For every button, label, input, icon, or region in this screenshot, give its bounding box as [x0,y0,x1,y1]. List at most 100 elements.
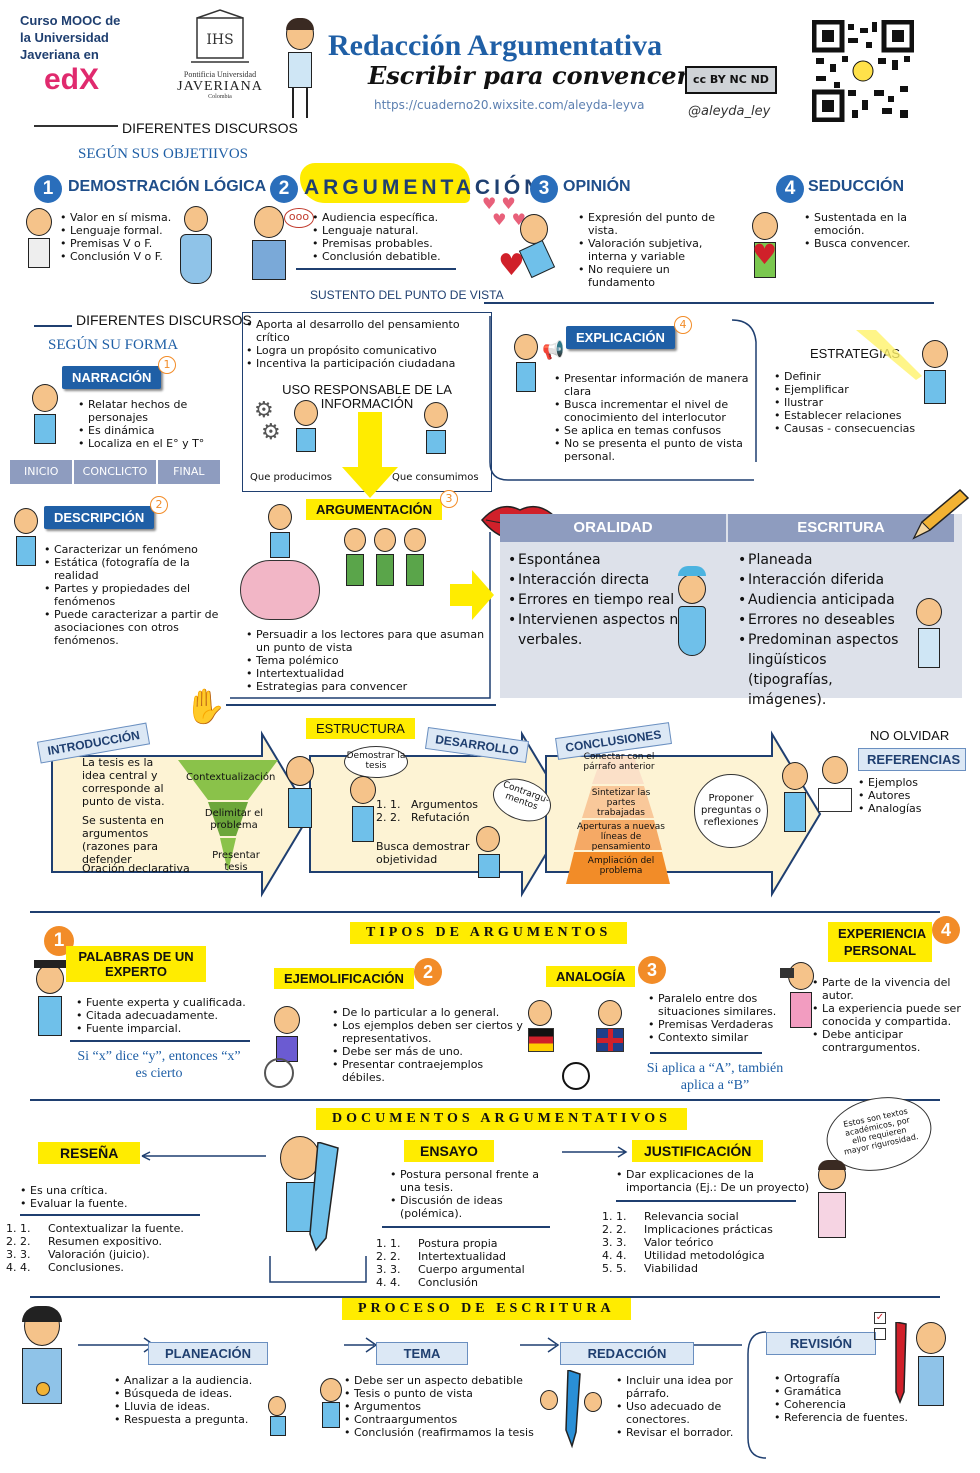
escritura-points: Planeada Interacción diferida Audiencia … [738,550,912,710]
list-item: Espontánea [508,550,708,570]
figure-body [352,806,374,842]
list-item: Expresión del punto de vista. [578,211,718,237]
flashlight-figure [916,340,952,414]
figure-head [350,776,376,804]
figure-body [918,1356,944,1406]
list-item-text: Argumentos [411,798,479,811]
book-icon [818,788,852,812]
number-badge-3: 3 [530,175,558,203]
medal-icon [36,1382,50,1396]
audience-figures [344,528,434,618]
list-item-text: Valor teórico [643,1236,714,1249]
number-badge-1: 1 [34,175,62,203]
figure-body [406,554,424,586]
ensayo-points: Postura personal frente a una tesis. Dis… [390,1168,550,1220]
list-item: Debe ser un aspecto debatible [344,1374,534,1387]
hearts-icon: ♥ ♥ ♥ ♥ [482,194,526,229]
cc-license-badge: cc BY NC ND [685,66,777,94]
list-item: Establecer relaciones [774,409,924,422]
list-item: Debe anticipar contrargumentos. [812,1028,962,1054]
opinion-title: OPINIÓN [563,178,631,195]
figure-head [822,756,848,784]
javeriana-seal-icon: IHS [191,9,249,63]
lady-figure [176,206,216,290]
conclusion-pyr-1: Conectar con el párrafo anterior [583,752,655,772]
page-subtitle: Escribir para convencer [368,61,690,90]
oralidad-header: ORALIDAD [500,514,726,542]
list-item: Partes y propiedades del fenómenos [44,582,224,608]
proceso-title: PROCESO DE ESCRITURA [342,1298,631,1320]
revision-tag: REVISIÓN [766,1332,876,1355]
no-olvidar-label: NO OLVIDAR [870,728,950,743]
list-item: Caracterizar un fenómeno [44,543,224,556]
tipo-points-3: Paralelo entre dos situaciones similares… [648,992,788,1044]
list-item: 2. Resumen expositivo. [20,1235,210,1248]
tipo-quote-1: Si “x” dice “y”, entonces “x” es cierto [77,1049,241,1081]
escritura-header: ESCRITURA [728,514,954,542]
yellow-right-arrow-icon [450,570,494,620]
list-item-text: Refutación [411,811,470,824]
producer-figure [290,400,322,460]
discussion-figures [268,1378,348,1444]
list-item: Busca incrementar el nivel de conocimien… [554,398,754,424]
list-item: 4. Conclusión [390,1276,560,1289]
teacher-leg-right [306,88,308,118]
list-item: Logra un propósito comunicativo [246,344,486,357]
book-reader-figure [818,756,854,822]
list-item: 1. Relevancia social [616,1210,806,1223]
argumentacion-title: ARGUMENTACIÓN [304,176,544,199]
qr-code-icon[interactable] [811,19,915,123]
university-city: Colombia [208,94,232,100]
figure-body [288,788,312,828]
figure-body [426,430,446,454]
intro-text-tesis: La tesis es la idea central y correspond… [82,756,165,808]
list-item: No se presenta el punto de vista persona… [554,437,754,463]
ensayo-arrow [562,1146,628,1158]
producimos-label: Que producimos [250,472,332,483]
list-item: Definir [774,370,924,383]
figure-head [752,212,778,240]
figure-body [28,238,50,268]
divider [650,1052,762,1054]
list-item: 3. Valoración (juicio). [20,1248,210,1261]
header-title-block: Redacción Argumentativa Escribir para co… [328,30,748,90]
university-brand: JAVERIANA [177,79,263,94]
list-item: Fuente imparcial. [76,1022,256,1035]
checklist-icon: ✓ [874,1312,888,1342]
redaccion-tag: REDACCIÓN [560,1342,694,1365]
pencil-holder-figure [274,1136,354,1254]
list-item: Incluir una idea por párrafo. [616,1374,746,1400]
list-item: 2. Implicaciones prácticas [616,1223,806,1236]
pyramid-contextualizacion: Contextualización [186,772,276,783]
divider [30,1099,940,1101]
divider [226,704,496,706]
list-item: Citada adecuadamente. [76,1009,256,1022]
uso-responsable-title: USO RESPONSABLE DE LA INFORMACIÓN [282,382,452,411]
list-item: Es una crítica. [20,1184,190,1197]
figure-head [184,206,208,232]
narracion-label: NARRACIÓN [62,366,162,389]
author-url[interactable]: https://cuaderno20.wixsite.com/aleyda-le… [374,98,645,112]
list-item: Discusión de ideas (polémica). [390,1194,550,1220]
list-item-text: Conclusión [417,1276,478,1289]
intro-figure [280,756,320,866]
speaking-girl-figure [672,566,712,690]
list-item-text: Contextualizar la fuente. [47,1222,184,1235]
list-item: Analogías [858,802,958,815]
figure-body [924,370,946,404]
list-item: La experiencia puede ser conocida y comp… [812,1002,962,1028]
page-title: Redacción Argumentativa [328,29,663,62]
list-item: Planeada [738,550,912,570]
number-badge-2: 2 [270,175,298,203]
list-item-text: Viabilidad [643,1262,698,1275]
list-item-text: Relevancia social [643,1210,739,1223]
list-item: Busca convencer. [804,237,924,250]
argumentacion-forma-points: Persuadir a los lectores para que asuman… [246,628,490,693]
ensayo-label: ENSAYO [404,1140,494,1162]
figure-body [16,536,36,566]
tipo-label-2: EJEMOLIFICACIÓN [274,968,414,989]
demostracion-title: DEMOSTRACIÓN LÓGICA [68,178,267,195]
figure-head [404,528,426,552]
figure-head [922,340,948,368]
tipo-quote-3: Si aplica a “A”, también aplica a “B” [646,1061,784,1093]
